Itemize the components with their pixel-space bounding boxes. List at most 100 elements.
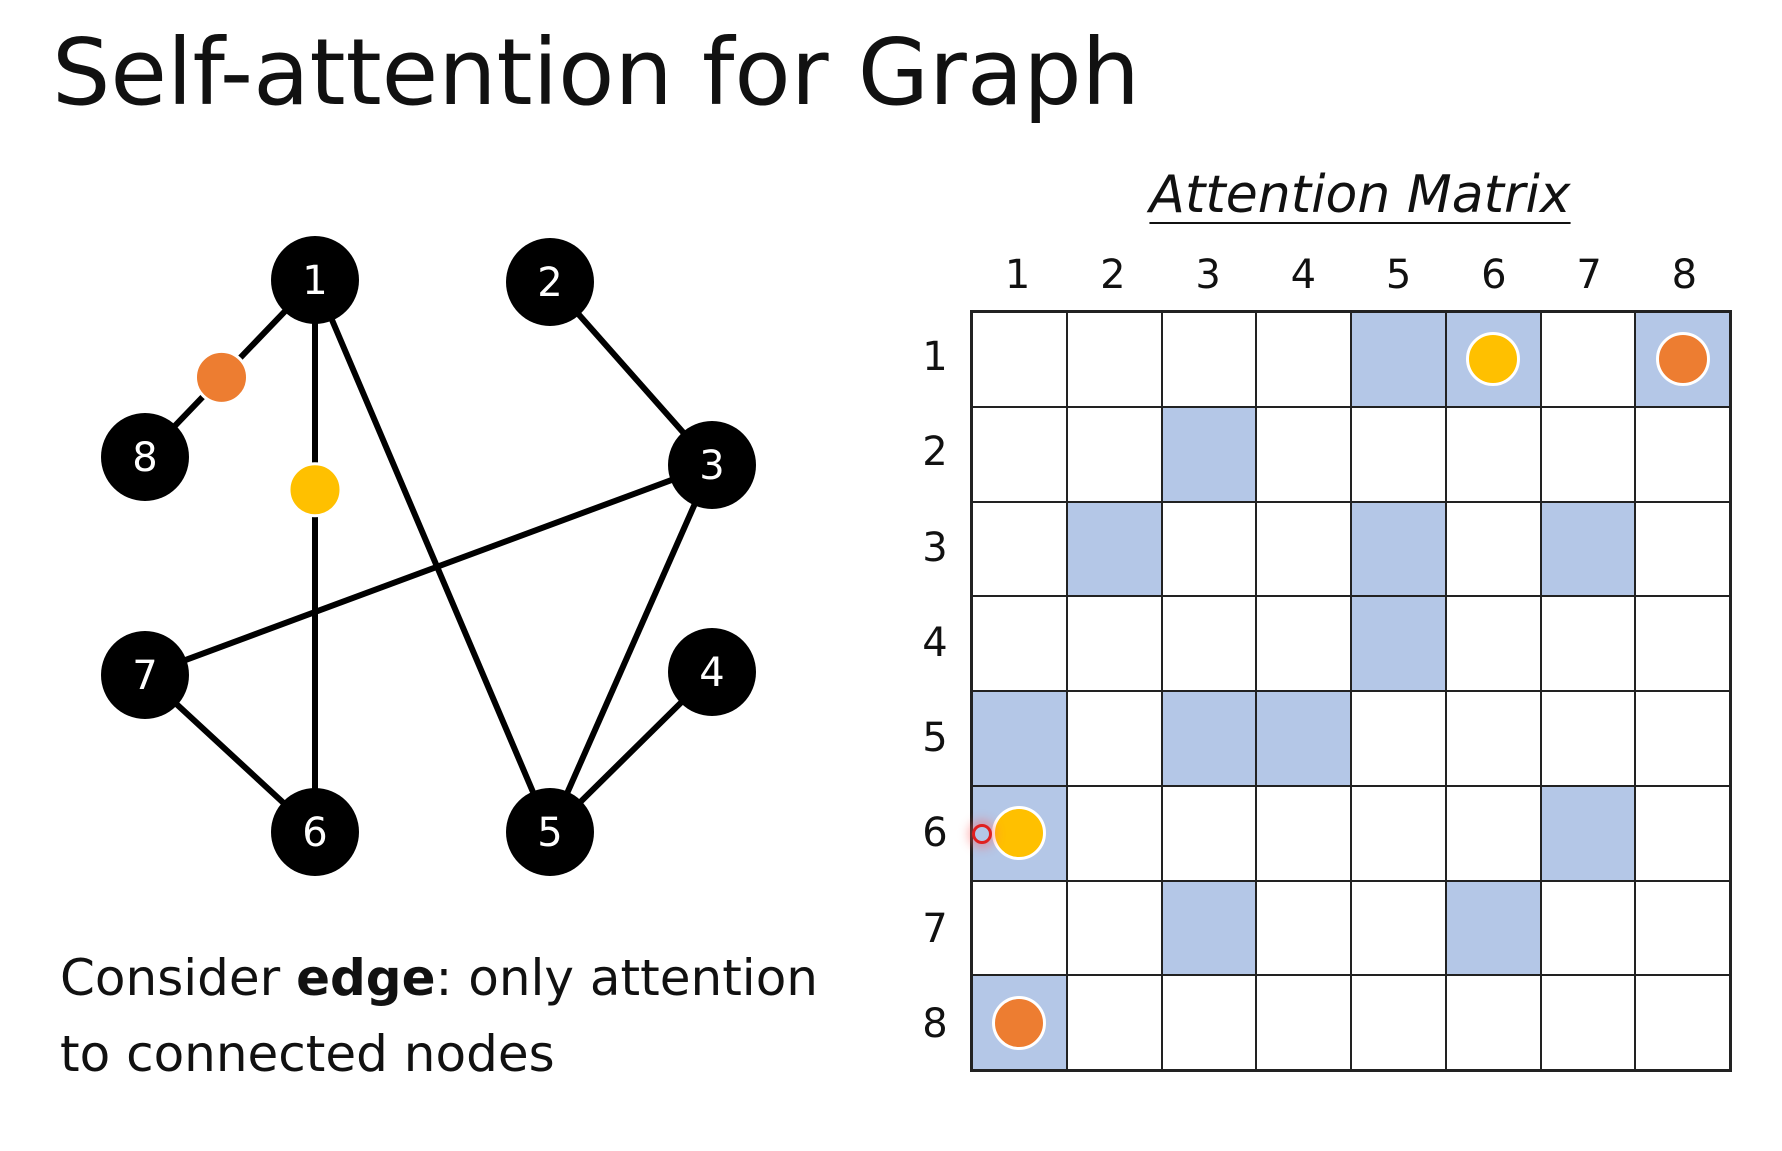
matrix-cell-4-1 [972,596,1067,691]
matrix-cell-4-5 [1351,596,1446,691]
node-label: 7 [132,653,157,699]
matrix-cell-6-2 [1066,785,1162,881]
edge-3-5 [547,463,715,834]
matrix-col-label-3: 3 [1195,252,1221,298]
graph-diagram: 1 2 3 4 5 6 7 8 [101,236,756,876]
matrix-col-label-2: 2 [1100,252,1126,298]
caption-bold: edge [296,949,436,1007]
matrix-cell-5-2 [1066,691,1162,786]
matrix-cell-5-3 [1161,691,1257,786]
node-label: 5 [537,810,562,856]
matrix-cell-7-3 [1161,880,1257,976]
node-6: 6 [271,788,359,876]
node-2: 2 [506,238,594,326]
matrix-row-label-6: 6 [922,810,948,857]
matrix-cell-3-1 [972,501,1067,597]
node-circle [101,631,189,719]
matrix-cell-5-1 [972,691,1067,786]
matrix-cell-7-7 [1540,880,1636,976]
matrix-marker-1-6 [1466,332,1521,387]
node-circle [668,628,756,716]
matrix-cell-2-5 [1351,406,1446,502]
matrix-cell-1-4 [1256,312,1351,407]
matrix-cell-7-2 [1066,880,1162,976]
matrix-col-label-6: 6 [1481,252,1507,298]
matrix-cell-5-4 [1256,691,1351,786]
laser-pointer [972,824,992,844]
matrix-cell-8-8 [1635,975,1730,1070]
node-label: 3 [699,443,724,489]
caption-text-post: : only attention [435,949,818,1007]
matrix-cell-6-5 [1351,785,1446,881]
matrix-marker-8-1 [992,995,1047,1050]
caption-line-2: to connected nodes [60,1025,555,1083]
matrix-cell-5-8 [1635,691,1730,786]
matrix-cell-1-7 [1540,312,1636,407]
matrix-cell-3-6 [1445,501,1541,597]
matrix-cell-2-2 [1066,406,1162,502]
matrix-cell-6-4 [1256,785,1351,881]
matrix-row-label-4: 4 [922,619,948,666]
node-circle [506,788,594,876]
matrix-cell-2-3 [1161,406,1257,502]
slide-title: Self-attention for Graph [52,19,1140,126]
matrix-cell-3-2 [1066,501,1162,597]
node-4: 4 [668,628,756,716]
node-1: 1 [271,236,359,324]
matrix-cell-5-5 [1351,691,1446,786]
matrix-cell-2-6 [1445,406,1541,502]
matrix-cell-3-3 [1161,501,1257,597]
matrix-row-label-1: 1 [922,334,948,380]
matrix-row-label-8: 8 [922,1000,948,1047]
matrix-cell-2-4 [1256,406,1351,502]
matrix-row-label-3: 3 [922,524,948,571]
caption-text-pre: Consider [60,949,297,1007]
matrix-cell-2-8 [1635,406,1730,502]
matrix-cell-5-7 [1540,691,1636,786]
matrix-cell-8-4 [1256,975,1351,1070]
matrix-cell-8-1 [972,975,1067,1070]
matrix-cell-7-1 [972,880,1067,976]
matrix-cell-3-4 [1256,501,1351,597]
matrix-cell-4-7 [1540,596,1636,691]
node-label: 2 [537,260,562,306]
node-label: 1 [302,258,327,304]
matrix-cell-1-6 [1445,312,1541,407]
node-label: 8 [132,435,157,481]
matrix-title: Attention Matrix [1149,165,1571,225]
caption: Consider edge: only attention to connect… [60,940,818,1092]
node-circle [271,788,359,876]
node-circle [271,236,359,324]
matrix-cell-7-4 [1256,880,1351,976]
caption-line-1: Consider edge: only attention [60,940,818,1016]
matrix-cell-6-8 [1635,785,1730,881]
matrix-cell-1-3 [1161,312,1257,407]
matrix-col-label-1: 1 [1004,252,1031,298]
matrix-cell-4-4 [1256,596,1351,691]
edge-marker-1-6 [287,462,343,518]
matrix-cell-8-3 [1161,975,1257,1070]
matrix-col-label-4: 4 [1290,252,1317,298]
matrix-cell-4-3 [1161,596,1257,691]
matrix-cell-1-5 [1351,312,1446,407]
matrix-cell-4-8 [1635,596,1730,691]
node-circle [506,238,594,326]
matrix-cell-8-2 [1066,975,1162,1070]
matrix-row-label-5: 5 [922,715,948,761]
matrix-cell-5-6 [1445,691,1541,786]
matrix-cell-7-6 [1445,880,1541,976]
graph-nodes: 1 2 3 4 5 6 7 8 [101,236,756,876]
matrix-cell-1-2 [1066,312,1162,407]
matrix-row-label-2: 2 [922,429,948,476]
matrix-cell-6-7 [1540,785,1636,881]
matrix-cell-3-8 [1635,501,1730,597]
attention-matrix [970,310,1732,1072]
matrix-marker-1-8 [1655,332,1710,387]
matrix-col-label-5: 5 [1385,252,1412,298]
matrix-cell-3-5 [1351,501,1446,597]
matrix-cell-7-8 [1635,880,1730,976]
matrix-cell-8-6 [1445,975,1541,1070]
matrix-cell-2-1 [972,406,1067,502]
edge-marker-1-8 [194,349,249,405]
node-circle [101,413,189,501]
